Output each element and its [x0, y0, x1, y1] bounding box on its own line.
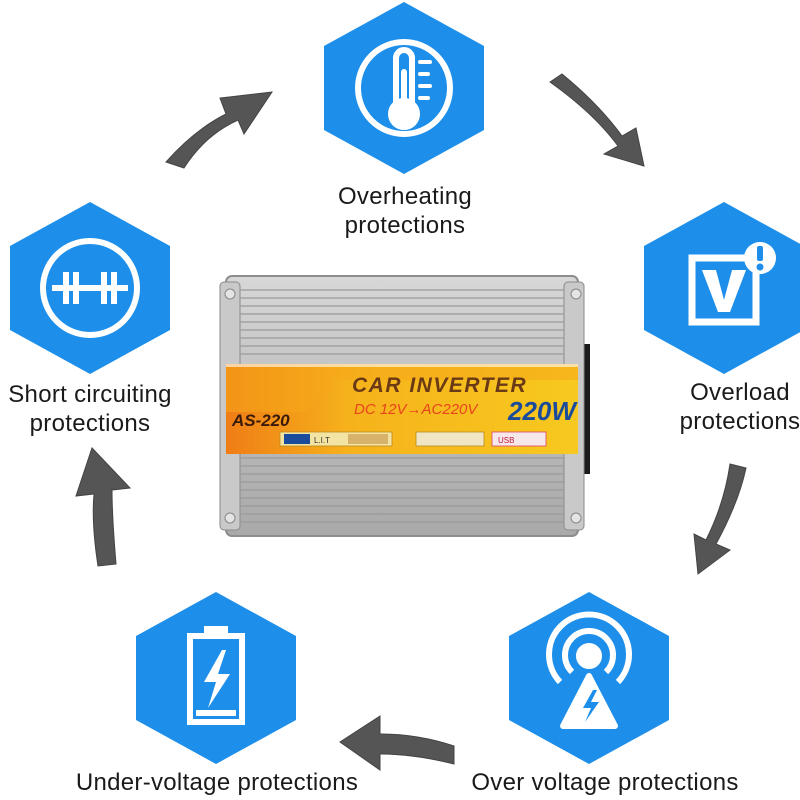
over-voltage-label: Over voltage protections — [450, 768, 760, 797]
device-model: AS-220 — [231, 411, 290, 430]
circuit-icon — [40, 238, 140, 338]
voltage-warning-icon — [688, 242, 776, 326]
device-input-output: DC 12V→AC220V — [354, 401, 479, 418]
device-title: CAR INVERTER — [352, 374, 527, 397]
overload-label: Overload protections — [655, 378, 800, 436]
car-inverter-device: CAR INVERTER DC 12V→AC220V 220W AS-220 L… — [219, 275, 590, 537]
short-circuit-label-line1: Short circuiting — [8, 381, 172, 408]
overheating-hexagon — [324, 2, 484, 174]
short-circuit-label: Short circuiting protections — [0, 380, 190, 438]
overload-label-line1: Overload — [690, 379, 790, 406]
arrow-left-to-top — [165, 91, 274, 169]
over-voltage-label-line1: Over voltage protections — [471, 769, 739, 796]
device-power: 220W — [507, 396, 578, 426]
over-voltage-hexagon — [509, 592, 669, 764]
overheating-label-line1: Overheating — [337, 183, 473, 210]
overheating-label-line2: protections — [344, 212, 466, 239]
overload-hexagon — [644, 202, 800, 374]
device-brand-badge: L.I.T — [314, 436, 330, 445]
short-circuit-hexagon — [10, 202, 170, 374]
arrow-bottom-to-left — [339, 715, 455, 771]
under-voltage-label-line1: Under-voltage protections — [75, 769, 359, 796]
device-usb-label: USB — [498, 436, 514, 445]
thermometer-icon — [355, 39, 453, 137]
overload-label-line2: protections — [679, 408, 800, 435]
signal-tower-icon — [546, 611, 632, 729]
arrow-left-up — [75, 447, 132, 567]
under-voltage-hexagon — [136, 592, 296, 764]
arrow-right-to-bottom — [693, 463, 747, 575]
short-circuit-label-line2: protections — [29, 410, 151, 437]
under-voltage-label: Under-voltage protections — [62, 768, 372, 797]
arrow-top-to-right — [549, 73, 645, 167]
battery-charge-icon — [187, 626, 245, 725]
overheating-label: Overheating protections — [300, 182, 510, 240]
